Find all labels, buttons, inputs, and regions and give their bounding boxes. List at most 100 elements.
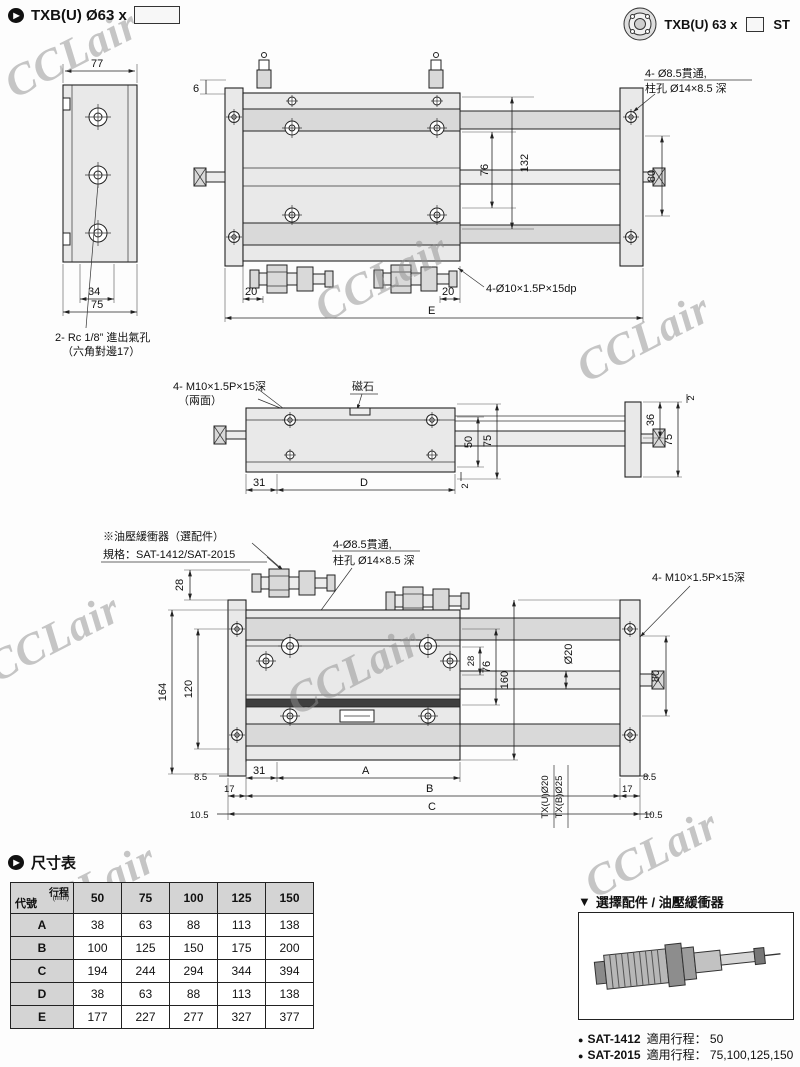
stroke-placeholder-box xyxy=(133,6,180,24)
right-end-plate xyxy=(624,401,642,478)
drawing-front-view: 6 4- Ø8.5貫通, 柱孔 Ø14× xyxy=(193,52,752,322)
table-cell: 227 xyxy=(121,1005,170,1029)
table-cell: 88 xyxy=(169,982,218,1006)
table-cell: 138 xyxy=(265,982,314,1006)
dim-label: 34 xyxy=(88,286,100,298)
table-row: B 100 125 150 175 200 xyxy=(10,936,314,960)
table-cell: 200 xyxy=(265,936,314,960)
table-cell: 177 xyxy=(73,1005,122,1029)
shock-absorber-image xyxy=(578,912,794,1020)
note-label: 2- Rc 1/8” 進出氣孔 xyxy=(55,330,150,344)
rod-type-label: TX(U)Ø20 xyxy=(540,775,551,818)
stroke-box-small xyxy=(746,16,765,32)
drawing-elevation-view: 4- M10×1.5P×15深 （兩面） 磁石 xyxy=(173,380,697,494)
note-label: 柱孔 Ø14×8.5 深 xyxy=(333,553,415,567)
column-header: 150 xyxy=(265,882,314,914)
guide-rod xyxy=(459,723,621,747)
accessory-title: ▼ 選擇配件 / 油壓緩衝器 xyxy=(578,892,724,911)
table-cell: 394 xyxy=(265,959,314,983)
accessory-model: SAT-2015 xyxy=(587,1048,641,1062)
dim-label: D xyxy=(360,477,368,489)
dim-label: 6 xyxy=(193,83,199,95)
row-code: A xyxy=(10,913,74,937)
note-label: 4-Ø8.5貫通, xyxy=(333,538,392,551)
column-header: 125 xyxy=(217,882,266,914)
dim-label: 17 xyxy=(224,784,235,795)
dim-label: 160 xyxy=(499,671,511,689)
corner-unit-label: (mm) xyxy=(52,895,69,902)
table-cell: 113 xyxy=(217,913,266,937)
dim-label: 75 xyxy=(482,435,494,447)
dim-label: 75 xyxy=(91,299,103,311)
row-code: B xyxy=(10,936,74,960)
table-cell: 63 xyxy=(121,913,170,937)
table-cell: 175 xyxy=(217,936,266,960)
table-row: A 38 63 88 113 138 xyxy=(10,913,314,937)
note-label: （兩面） xyxy=(178,394,222,407)
corner-stroke-label: 行程 xyxy=(49,888,69,899)
drawing-buffer-view: ※油壓緩衝器（選配件） 規格：SAT-1412/SAT-2015 4-Ø8.5貫… xyxy=(101,529,745,828)
row-code: D xyxy=(10,982,74,1006)
dimension-table-title-text: 尺寸表 xyxy=(31,855,77,872)
technical-drawings: 77 34 75 2- Rc 1/8” 進出氣孔 （六角對邊17） xyxy=(55,52,752,828)
table-row: C 194 244 294 344 394 xyxy=(10,959,314,983)
dim-label: A xyxy=(362,765,370,777)
dimension-table-title: ▶ 尺寸表 xyxy=(8,852,76,873)
product-title: ▶ TXB(U) Ø63 x xyxy=(8,6,180,24)
piston-rod xyxy=(454,430,626,447)
table-cell: 194 xyxy=(73,959,122,983)
dim-label: 77 xyxy=(91,58,103,70)
table-row: D 38 63 88 113 138 xyxy=(10,982,314,1006)
accessory-title-text: 選擇配件 / 油壓緩衝器 xyxy=(595,895,724,910)
dim-label: 8.5 xyxy=(643,772,656,783)
table-cell: 100 xyxy=(73,936,122,960)
note-label: 4- M10×1.5P×15深 xyxy=(173,380,266,393)
dim-label: 80 xyxy=(646,170,658,182)
model-code-text: TXB(U) 63 x xyxy=(664,16,738,32)
table-corner-cell: 行程 (mm) 代號 xyxy=(10,882,74,914)
dimension-table: 行程 (mm) 代號 50 75 100 125 150 A 38 63 88 … xyxy=(10,882,314,1029)
row-code: C xyxy=(10,959,74,983)
drawing-side-view: 77 34 75 2- Rc 1/8” 進出氣孔 （六角對邊17） xyxy=(55,58,150,358)
dim-label: 75 xyxy=(663,434,675,446)
dim-label: B xyxy=(426,783,433,795)
column-header: 100 xyxy=(169,882,218,914)
magnet-strip xyxy=(349,407,371,416)
play-circle-icon: ▶ xyxy=(8,855,24,870)
dim-label: 132 xyxy=(519,154,531,172)
dim-label: C xyxy=(428,801,436,813)
column-header: 50 xyxy=(73,882,122,914)
accessory-model: SAT-1412 xyxy=(587,1032,641,1046)
table-cell: 150 xyxy=(169,936,218,960)
note-label: 4- M10×1.5P×15深 xyxy=(652,571,745,584)
product-title-text: TXB(U) Ø63 x xyxy=(31,6,127,24)
play-circle-icon: ▶ xyxy=(8,7,24,23)
dim-label: 120 xyxy=(183,680,195,698)
model-code: TXB(U) 63 x ST xyxy=(622,6,790,42)
dim-label: 28 xyxy=(466,656,477,667)
accessory-stroke-range: 適用行程： 75,100,125,150 xyxy=(646,1048,794,1062)
dim-label: 8.5 xyxy=(194,772,207,783)
note-label: 4-Ø10×1.5P×15dp xyxy=(486,283,577,295)
note-label: 柱孔 Ø14×8.5 深 xyxy=(645,81,727,95)
note-label: 4- Ø8.5貫通, xyxy=(645,67,707,80)
cylinder-face-icon xyxy=(622,6,658,42)
dim-label: 76 xyxy=(479,164,491,176)
row-code: E xyxy=(10,1005,74,1029)
table-cell: 244 xyxy=(121,959,170,983)
dim-label: E xyxy=(428,305,435,317)
table-cell: 63 xyxy=(121,982,170,1006)
guide-rod xyxy=(459,224,621,244)
table-cell: 38 xyxy=(73,982,122,1006)
dim-label: 20 xyxy=(245,286,257,298)
bullet-icon: ● xyxy=(578,1035,584,1045)
rod-type-label: TX(B)Ø25 xyxy=(554,776,565,819)
cylinder-elevation-body xyxy=(245,407,456,473)
table-cell: 138 xyxy=(265,913,314,937)
dim-label: 31 xyxy=(253,765,265,777)
table-cell: 88 xyxy=(169,913,218,937)
magnet-band xyxy=(245,698,461,708)
